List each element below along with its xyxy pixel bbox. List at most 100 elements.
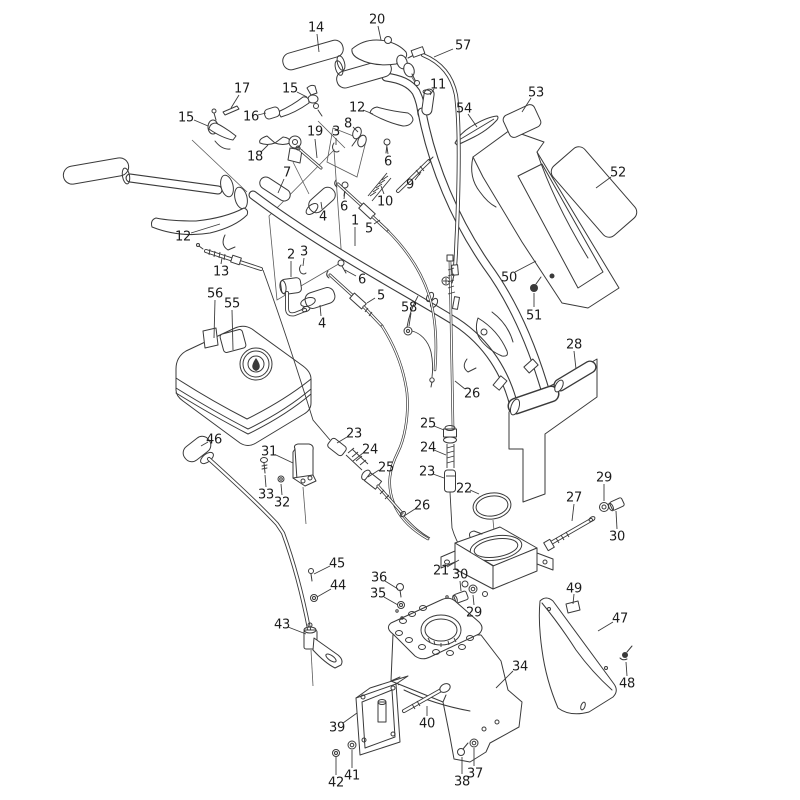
part-number-40: 40 (419, 717, 435, 732)
lever-12-right (369, 106, 414, 127)
fasteners-27-29-30 (452, 497, 625, 604)
part-number-11: 11 (430, 78, 446, 93)
part-number-50: 50 (501, 271, 517, 286)
leader-line-32 (280, 483, 283, 496)
part-number-5: 5 (377, 289, 385, 304)
leader-line-24 (433, 449, 447, 456)
part-number-46: 46 (206, 433, 222, 448)
leader-line-52 (595, 176, 612, 189)
leader-line-44 (316, 588, 332, 598)
leader-line-11 (429, 88, 435, 96)
grip-4-lower (304, 287, 336, 309)
part-number-29: 29 (596, 471, 612, 486)
washer-35 (397, 601, 405, 609)
part-number-32: 32 (274, 496, 290, 511)
part-number-1: 1 (351, 214, 359, 229)
leader-line-28 (573, 350, 577, 370)
screw-45 (308, 568, 314, 574)
leader-line-34 (495, 670, 514, 689)
part-number-24: 24 (362, 443, 378, 458)
part-number-57: 57 (455, 39, 471, 54)
part-number-18: 18 (247, 150, 263, 165)
leader-line-3 (302, 257, 305, 267)
part-number-51: 51 (526, 309, 542, 324)
part-number-27: 27 (566, 491, 582, 506)
pedestal-34 (387, 583, 523, 763)
frame-plate (508, 358, 598, 503)
part-number-15: 15 (282, 82, 298, 97)
part-number-13: 13 (213, 265, 229, 280)
wing-knob-18 (259, 135, 276, 145)
part-number-25: 25 (420, 417, 436, 432)
ring-22 (472, 492, 512, 520)
leader-line-25 (367, 469, 380, 478)
part-number-39: 39 (329, 721, 345, 736)
cylinder-2 (280, 277, 302, 295)
leader-line-47 (597, 621, 614, 632)
cable-guide (463, 358, 477, 373)
handlebar-grips (62, 39, 392, 210)
part-number-55: 55 (224, 297, 240, 312)
part-number-30: 30 (452, 568, 468, 583)
leader-line-25 (433, 425, 445, 431)
leader-line-5 (373, 219, 381, 225)
pin-17 (222, 105, 240, 116)
adjuster-diagonal (327, 437, 431, 539)
grip-right (336, 59, 392, 89)
part-number-2: 2 (287, 248, 295, 263)
grip-cap-46 (182, 435, 212, 463)
cable-26-upper (446, 254, 456, 430)
nut-44 (310, 594, 318, 602)
nut-29-left (468, 584, 478, 594)
side-shield (538, 597, 633, 715)
handlebar-tubes (125, 72, 597, 416)
bracket-31 (260, 443, 317, 487)
part-number-8: 8 (344, 117, 352, 132)
leader-line-14 (316, 33, 320, 53)
part-number-6: 6 (384, 155, 392, 170)
leader-line-19 (314, 138, 318, 159)
part-number-17: 17 (234, 82, 250, 97)
bolt-48 (622, 652, 628, 658)
adjuster-vertical (443, 425, 463, 550)
leader-line-30 (459, 580, 462, 592)
part-number-21: 21 (433, 564, 449, 579)
part-number-28: 28 (566, 338, 582, 353)
part-number-5: 5 (365, 222, 373, 237)
leader-line-29 (472, 594, 475, 606)
part-number-16: 16 (243, 110, 259, 125)
leader-line-33 (264, 474, 267, 488)
part-number-37: 37 (467, 767, 483, 782)
part-number-26: 26 (464, 387, 480, 402)
leader-line-4 (319, 304, 322, 317)
bolt-51 (530, 284, 538, 292)
part-number-48: 48 (619, 677, 635, 692)
leader-line-53 (521, 97, 532, 113)
leader-line-21 (446, 559, 460, 568)
leader-line-6 (386, 146, 389, 155)
clip-49 (565, 600, 581, 614)
pivot-pin (377, 701, 387, 723)
leader-line-6 (343, 190, 346, 200)
part-number-15: 15 (178, 111, 194, 126)
part-number-42: 42 (328, 776, 344, 791)
leader-line-39 (342, 712, 358, 724)
part-number-12: 12 (349, 101, 365, 116)
part-number-49: 49 (566, 582, 582, 597)
leader-line-12 (362, 109, 374, 115)
leader-line-54 (467, 113, 478, 128)
part-number-54: 54 (456, 102, 472, 117)
part-number-30: 30 (609, 530, 625, 545)
screw-38 (457, 748, 465, 756)
depth-stake (182, 435, 343, 669)
lever-12-left (151, 207, 249, 235)
part-number-52: 52 (610, 166, 626, 181)
leader-line-50 (514, 260, 537, 273)
part-number-53: 53 (528, 86, 544, 101)
console-panel (454, 104, 638, 309)
leader-line-46 (200, 441, 209, 447)
leader-line-5 (366, 297, 376, 304)
fuel-tank (175, 325, 312, 446)
part-number-4: 4 (318, 317, 326, 332)
leader-line-12 (190, 223, 221, 234)
